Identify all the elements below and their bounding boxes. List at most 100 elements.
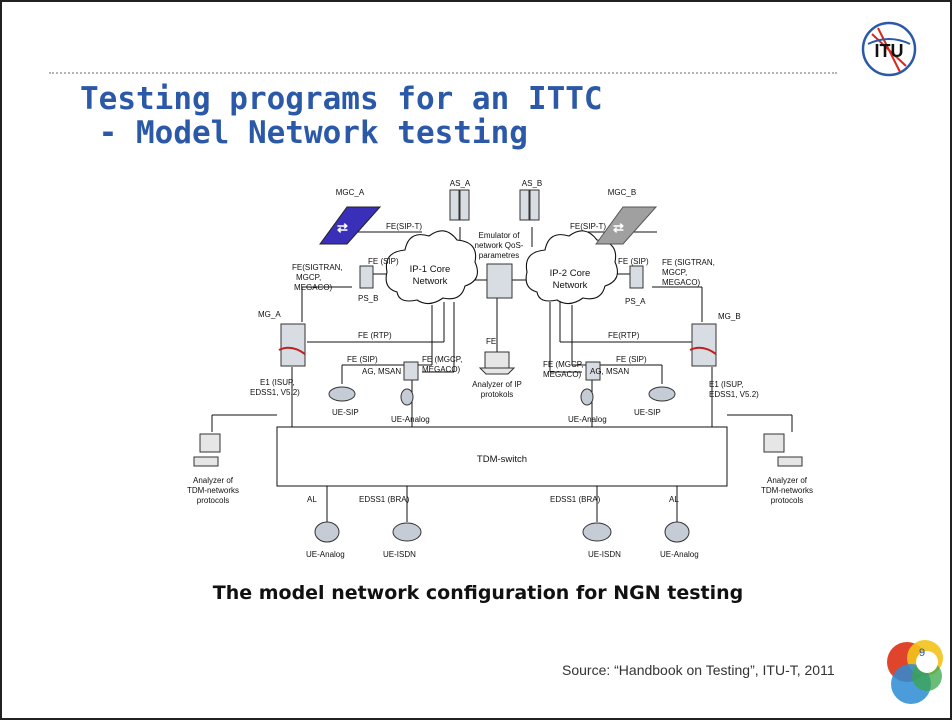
emulator-line1: Emulator of [479,231,521,240]
slide-title: Testing programs for an ITTC - Model Net… [80,82,603,150]
fe-rtp-a-label: FE (RTP) [358,331,392,340]
ag-msan-b-icon [585,361,601,381]
tdm-analyzer-right-line1: Analyzer of [767,476,808,485]
ip-analyzer-line1: Analyzer of IP [472,380,522,389]
ps-b-label: PS_B [358,294,378,303]
tdm-analyzer-left-line2: TDM-networks [187,486,239,495]
ue-isdn-left-label: UE-ISDN [383,550,416,559]
logo-text: ITU [875,41,904,61]
title-divider [49,72,837,74]
fe-sip-ue-b-label: FE (SIP) [616,355,647,364]
tdm-analyzer-right-line2: TDM-networks [761,486,813,495]
ue-sip-a-phone-icon [328,386,356,402]
fe-mgcp-a-line1: FE (MGCP, [422,355,462,364]
ag-msan-a-label: AG, MSAN [362,367,401,376]
fe-sip-t-b-label: FE(SIP-T) [570,222,606,231]
fe-sigtran-a-line1: FE(SIGTRAN, [292,263,343,272]
fe-mgcp-a-line2: MEGACO) [422,365,461,374]
ue-analog-bottom-left-label: UE-Analog [306,550,345,559]
edss1-right-label: EDSS1 (BRA) [550,495,601,504]
ps-a-label: PS_A [625,297,646,306]
fe-sip-ps-a-label: FE (SIP) [618,257,649,266]
mgc-a-label: MGC_A [336,188,365,197]
al-right-label: AL [669,495,679,504]
ue-analog-bottom-right-label: UE-Analog [660,550,699,559]
tdm-analyzer-right-pc-icon [763,433,785,453]
title-line-1: Testing programs for an ITTC [80,81,603,117]
as-b-label: AS_B [522,179,542,188]
e1-a-line1: E1 (ISUP, [260,378,295,387]
ip-analyzer-laptop-icon [484,351,510,369]
ip2-core-cloud [525,230,618,305]
mg-a-icon [280,323,306,367]
ue-sip-a-label: UE-SIP [332,408,359,417]
fe-mgcp-b-line2: MEGACO) [543,370,582,379]
ue-isdn-right-phone-icon [582,522,612,542]
ip1-cloud-line2: Network [413,276,448,287]
edss1-left-label: EDSS1 (BRA) [359,495,410,504]
mgc-a-icon [319,206,382,245]
ip1-cloud-line1: IP-1 Core [410,264,451,275]
e1-b-line2: EDSS1, V5.2) [709,390,759,399]
ps-a-server-icon [629,265,644,289]
fe-sip-t-a-label: FE(SIP-T) [386,222,422,231]
ip-analyzer-line2: protokols [481,390,513,399]
tdm-switch-box [276,426,728,487]
ue-analog-b-phone-icon [580,388,594,406]
fe-sigtran-b-line2: MGCP, [662,268,687,277]
emulator-line3: parametres [479,251,519,260]
as-a-label: AS_A [450,179,471,188]
svg-text:⇄: ⇄ [613,220,624,235]
ip2-cloud-line2: Network [553,280,588,291]
fe-sigtran-b-line3: MEGACO) [662,278,701,287]
mg-b-label: MG_B [718,312,741,321]
fe-mgcp-b-line1: FE (MGCP, [543,360,583,369]
ue-sip-b-phone-icon [648,386,676,402]
ue-isdn-left-phone-icon [392,522,422,542]
ip2-cloud-line1: IP-2 Core [550,268,591,279]
source-citation: Source: “Handbook on Testing”, ITU-T, 20… [562,662,835,678]
fe-analyzer-label: FE [486,337,496,346]
ip1-core-cloud [385,230,478,305]
mgc-b-label: MGC_B [608,188,636,197]
e1-b-line1: E1 (ISUP, [709,380,744,389]
mgc-b-icon [595,206,658,245]
fe-sigtran-b-line1: FE (SIGTRAN, [662,258,715,267]
tdm-analyzer-left-pc-icon [199,433,221,453]
mg-b-icon [691,323,717,367]
ag-msan-a-icon [403,361,419,381]
diagram-caption: The model network configuration for NGN … [212,582,744,604]
as-a-server-icon [449,189,460,221]
fe-sigtran-a-line2: MGCP, [296,273,321,282]
mg-a-label: MG_A [258,310,281,319]
ue-analog-b-label: UE-Analog [568,415,607,424]
al-left-label: AL [307,495,317,504]
page-decoration-icon [887,640,943,704]
page-number: 9 [919,647,926,659]
svg-text:⇄: ⇄ [337,220,348,235]
e1-a-line2: EDSS1, V5.2) [250,388,300,397]
tdm-analyzer-left-line3: protocols [197,496,229,505]
ag-msan-b-label: AG, MSAN [590,367,629,376]
as-b-server-icon [519,189,530,221]
fe-sigtran-a-line3: MEGACO) [294,283,333,292]
ue-analog-bottom-right-phone-icon [664,521,690,543]
itu-logo: ITU [861,21,917,77]
emulator-line2: network QoS- [475,241,524,250]
tdm-switch-label: TDM-switch [477,454,527,465]
ue-analog-a-phone-icon [400,388,414,406]
ue-analog-bottom-left-phone-icon [314,521,340,543]
ue-isdn-right-label: UE-ISDN [588,550,621,559]
tdm-analyzer-left-line1: Analyzer of [193,476,234,485]
ue-analog-a-label: UE-Analog [391,415,430,424]
title-line-2: - Model Network testing [80,115,528,151]
ps-b-server-icon [359,265,374,289]
fe-sip-ue-a-label: FE (SIP) [347,355,378,364]
tdm-analyzer-right-line3: protocols [771,496,803,505]
fe-rtp-b-label: FE(RTP) [608,331,640,340]
fe-sip-ps-b-label: FE (SIP) [368,257,399,266]
ue-sip-b-label: UE-SIP [634,408,661,417]
emulator-icon [486,263,513,299]
